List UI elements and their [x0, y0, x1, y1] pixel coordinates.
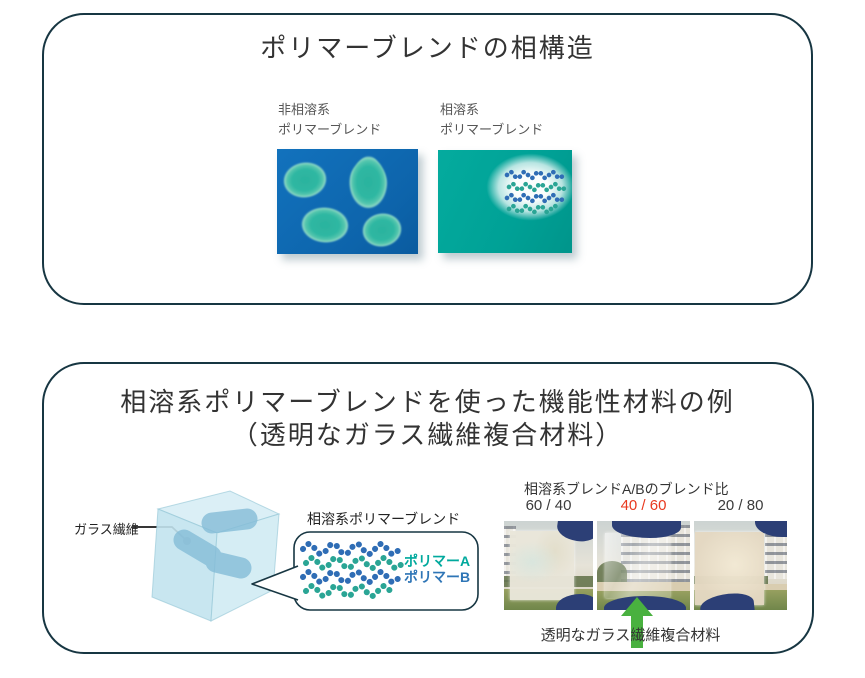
transparent-plate: [605, 532, 671, 599]
blend-ratio-title: 相溶系ブレンドA/Bのブレンド比: [524, 481, 729, 497]
miscible-label: 相溶系 ポリマーブレンド: [440, 100, 543, 140]
panel2-title-line2: （透明なガラス繊維複合材料）: [231, 420, 624, 450]
polymer-b-label: ポリマーB: [404, 569, 471, 585]
glass-fiber-label: ガラス繊維: [74, 522, 139, 537]
blend-photo-40-60: [597, 521, 690, 610]
glove-hand: [555, 593, 593, 610]
miscible-label-line1: 相溶系: [440, 102, 480, 117]
ratio-label-60-40: 60 / 40: [525, 497, 572, 514]
mixed-chains-graphic: [504, 169, 568, 215]
immiscible-label: 非相溶系 ポリマーブレンド: [278, 100, 381, 140]
photo-building: [504, 526, 516, 582]
photo-building: [764, 525, 787, 579]
panel1-title: ポリマーブレンドの相構造: [260, 33, 595, 63]
polymer-a-label: ポリマーA: [404, 553, 471, 569]
ratio-label-20-80: 20 / 80: [717, 497, 764, 514]
panel-phase-structure: [42, 13, 813, 305]
glove-hand: [611, 521, 681, 538]
up-arrow-icon: [621, 597, 653, 648]
blend-photo-60-40: [504, 521, 593, 610]
miscible-blend-label: 相溶系ポリマーブレンド: [307, 511, 461, 527]
glove-hand: [755, 521, 787, 538]
phase-domains-graphic: [283, 155, 402, 248]
blend-photo-20-80: [694, 521, 787, 610]
miscible-blend-image: [438, 150, 572, 253]
glove-hand: [604, 595, 687, 610]
transparent-composite-caption: 透明なガラス繊維複合材料: [540, 627, 721, 644]
immiscible-label-line1: 非相溶系: [278, 102, 331, 117]
frosted-plate: [510, 530, 575, 601]
panel2-title-line1: 相溶系ポリマーブレンドを使った機能性材料の例: [120, 387, 735, 417]
frosted-plate: [694, 531, 764, 605]
miscible-label-line2: ポリマーブレンド: [440, 122, 544, 138]
immiscible-label-line2: ポリマーブレンド: [278, 122, 382, 138]
immiscible-blend-image: [277, 149, 418, 254]
ratio-label-40-60-highlight: 40 / 60: [620, 497, 667, 514]
